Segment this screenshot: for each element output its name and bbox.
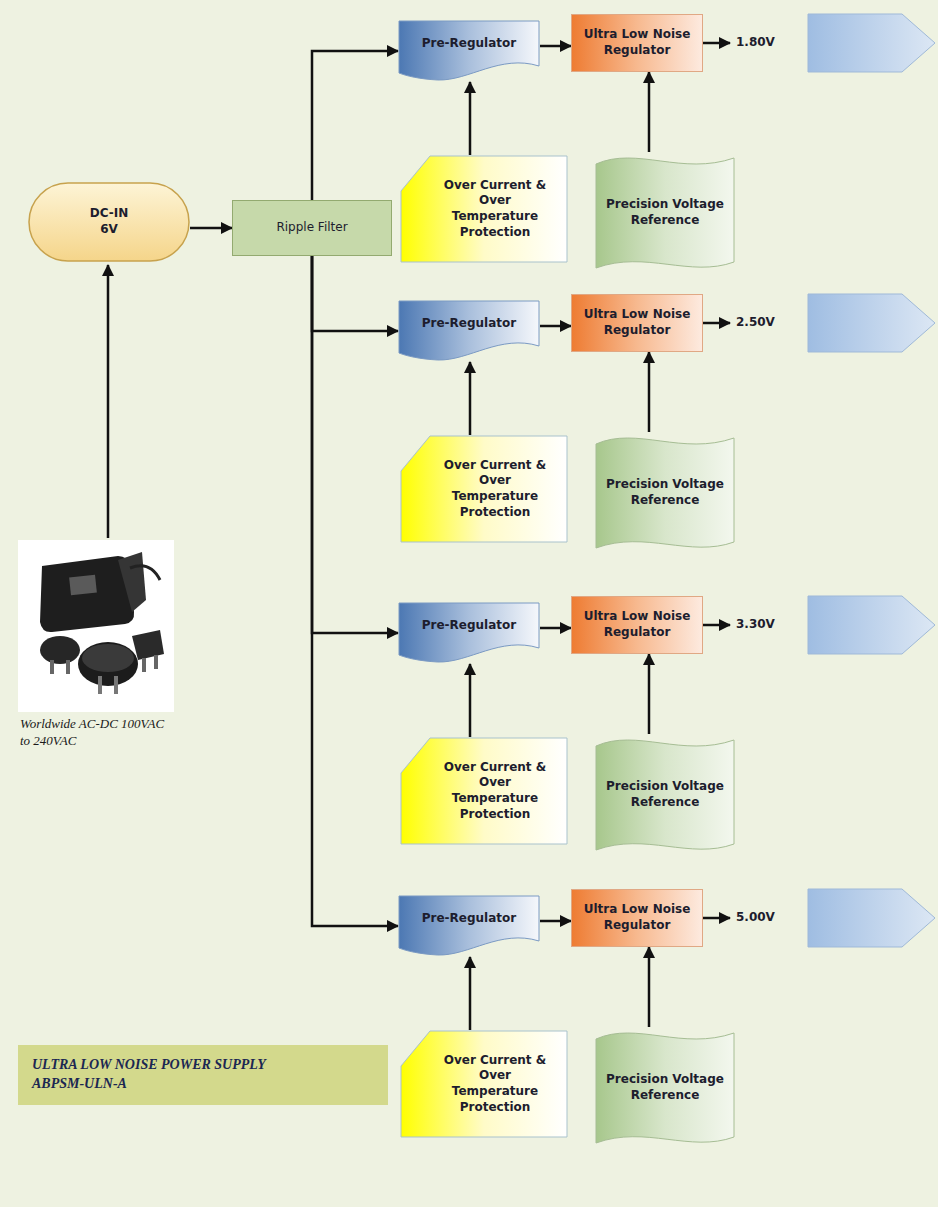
pre-regulator-box: Pre-Regulator (398, 602, 540, 664)
node-label: 2.50V (736, 315, 775, 331)
protection-box: Over Current & Over Temperature Protecti… (400, 737, 568, 845)
connector (703, 917, 730, 920)
connector (703, 624, 730, 627)
node-outline (398, 20, 540, 82)
node-label: Ripple Filter (276, 220, 347, 236)
protection-box: Over Current & Over Temperature Protecti… (400, 1030, 568, 1138)
node-label: ULTRA LOW NOISE POWER SUPPLY ABPSM-ULN-A (18, 1056, 312, 1094)
pre-regulator-box: Pre-Regulator (398, 20, 540, 82)
connector (648, 72, 651, 152)
node-label: Ultra Low Noise Regulator (576, 609, 698, 640)
node-label: Ultra Low Noise Regulator (576, 902, 698, 933)
supply-arrow (107, 265, 110, 538)
connector (312, 256, 398, 331)
node-label: DC-IN 6V (81, 206, 137, 237)
node-label: Pre-Regulator (422, 316, 516, 332)
filter-box: Ripple Filter (232, 200, 392, 256)
node-label: Over Current & Over Temperature Protecti… (443, 458, 547, 520)
regulator-box: Ultra Low Noise Regulator (571, 889, 703, 947)
reference-box: Precision Voltage Reference (595, 734, 735, 856)
connector (469, 362, 472, 435)
reference-box: Precision Voltage Reference (595, 152, 735, 274)
title-band: ULTRA LOW NOISE POWER SUPPLY ABPSM-ULN-A (18, 1045, 388, 1105)
node-label: Precision Voltage Reference (599, 477, 731, 508)
connector (648, 352, 651, 432)
node-label: Over Current & Over Temperature Protecti… (443, 178, 547, 240)
node-label: Ultra Low Noise Regulator (576, 307, 698, 338)
node-label: Pre-Regulator (422, 618, 516, 634)
connector (703, 322, 730, 325)
adapter-picture (40, 552, 164, 694)
node-label: 5.00V (736, 910, 775, 926)
node-label: Precision Voltage Reference (599, 1072, 731, 1103)
node-label: Ultra Low Noise Regulator (576, 27, 698, 58)
node-outline (398, 300, 540, 362)
connector (312, 256, 398, 926)
output-arrow: 1.80V (730, 13, 936, 73)
reference-box: Precision Voltage Reference (595, 432, 735, 554)
node-label: 1.80V (736, 35, 775, 51)
photo-ground (18, 540, 174, 712)
connector (190, 227, 232, 230)
reference-box: Precision Voltage Reference (595, 1027, 735, 1149)
connector (312, 51, 398, 200)
node-label: Pre-Regulator (422, 911, 516, 927)
output-arrow: 5.00V (730, 888, 936, 948)
protection-box: Over Current & Over Temperature Protecti… (400, 435, 568, 543)
regulator-box: Ultra Low Noise Regulator (571, 14, 703, 72)
node-label: 3.30V (736, 617, 775, 633)
connector (312, 256, 398, 633)
connector (540, 920, 571, 923)
photo-caption: Worldwide AC-DC 100VAC to 240VAC (20, 716, 170, 750)
node-outline (398, 895, 540, 957)
connector (469, 82, 472, 155)
node-label: Precision Voltage Reference (599, 197, 731, 228)
connector (540, 627, 571, 630)
connector (648, 654, 651, 734)
connector (703, 42, 730, 45)
protection-box: Over Current & Over Temperature Protecti… (400, 155, 568, 263)
node-label: Precision Voltage Reference (599, 779, 731, 810)
connector (540, 325, 571, 328)
node-label: Over Current & Over Temperature Protecti… (443, 760, 547, 822)
node-label: Over Current & Over Temperature Protecti… (443, 1053, 547, 1115)
output-arrow: 2.50V (730, 293, 936, 353)
regulator-box: Ultra Low Noise Regulator (571, 294, 703, 352)
regulator-box: Ultra Low Noise Regulator (571, 596, 703, 654)
pre-regulator-box: Pre-Regulator (398, 895, 540, 957)
connector (469, 957, 472, 1030)
connector (648, 947, 651, 1027)
pre-regulator-box: Pre-Regulator (398, 300, 540, 362)
connector (540, 45, 571, 48)
input-terminal: DC-IN 6V (28, 182, 190, 262)
node-label: Pre-Regulator (422, 36, 516, 52)
connector (469, 664, 472, 737)
node-outline (398, 602, 540, 664)
output-arrow: 3.30V (730, 595, 936, 655)
